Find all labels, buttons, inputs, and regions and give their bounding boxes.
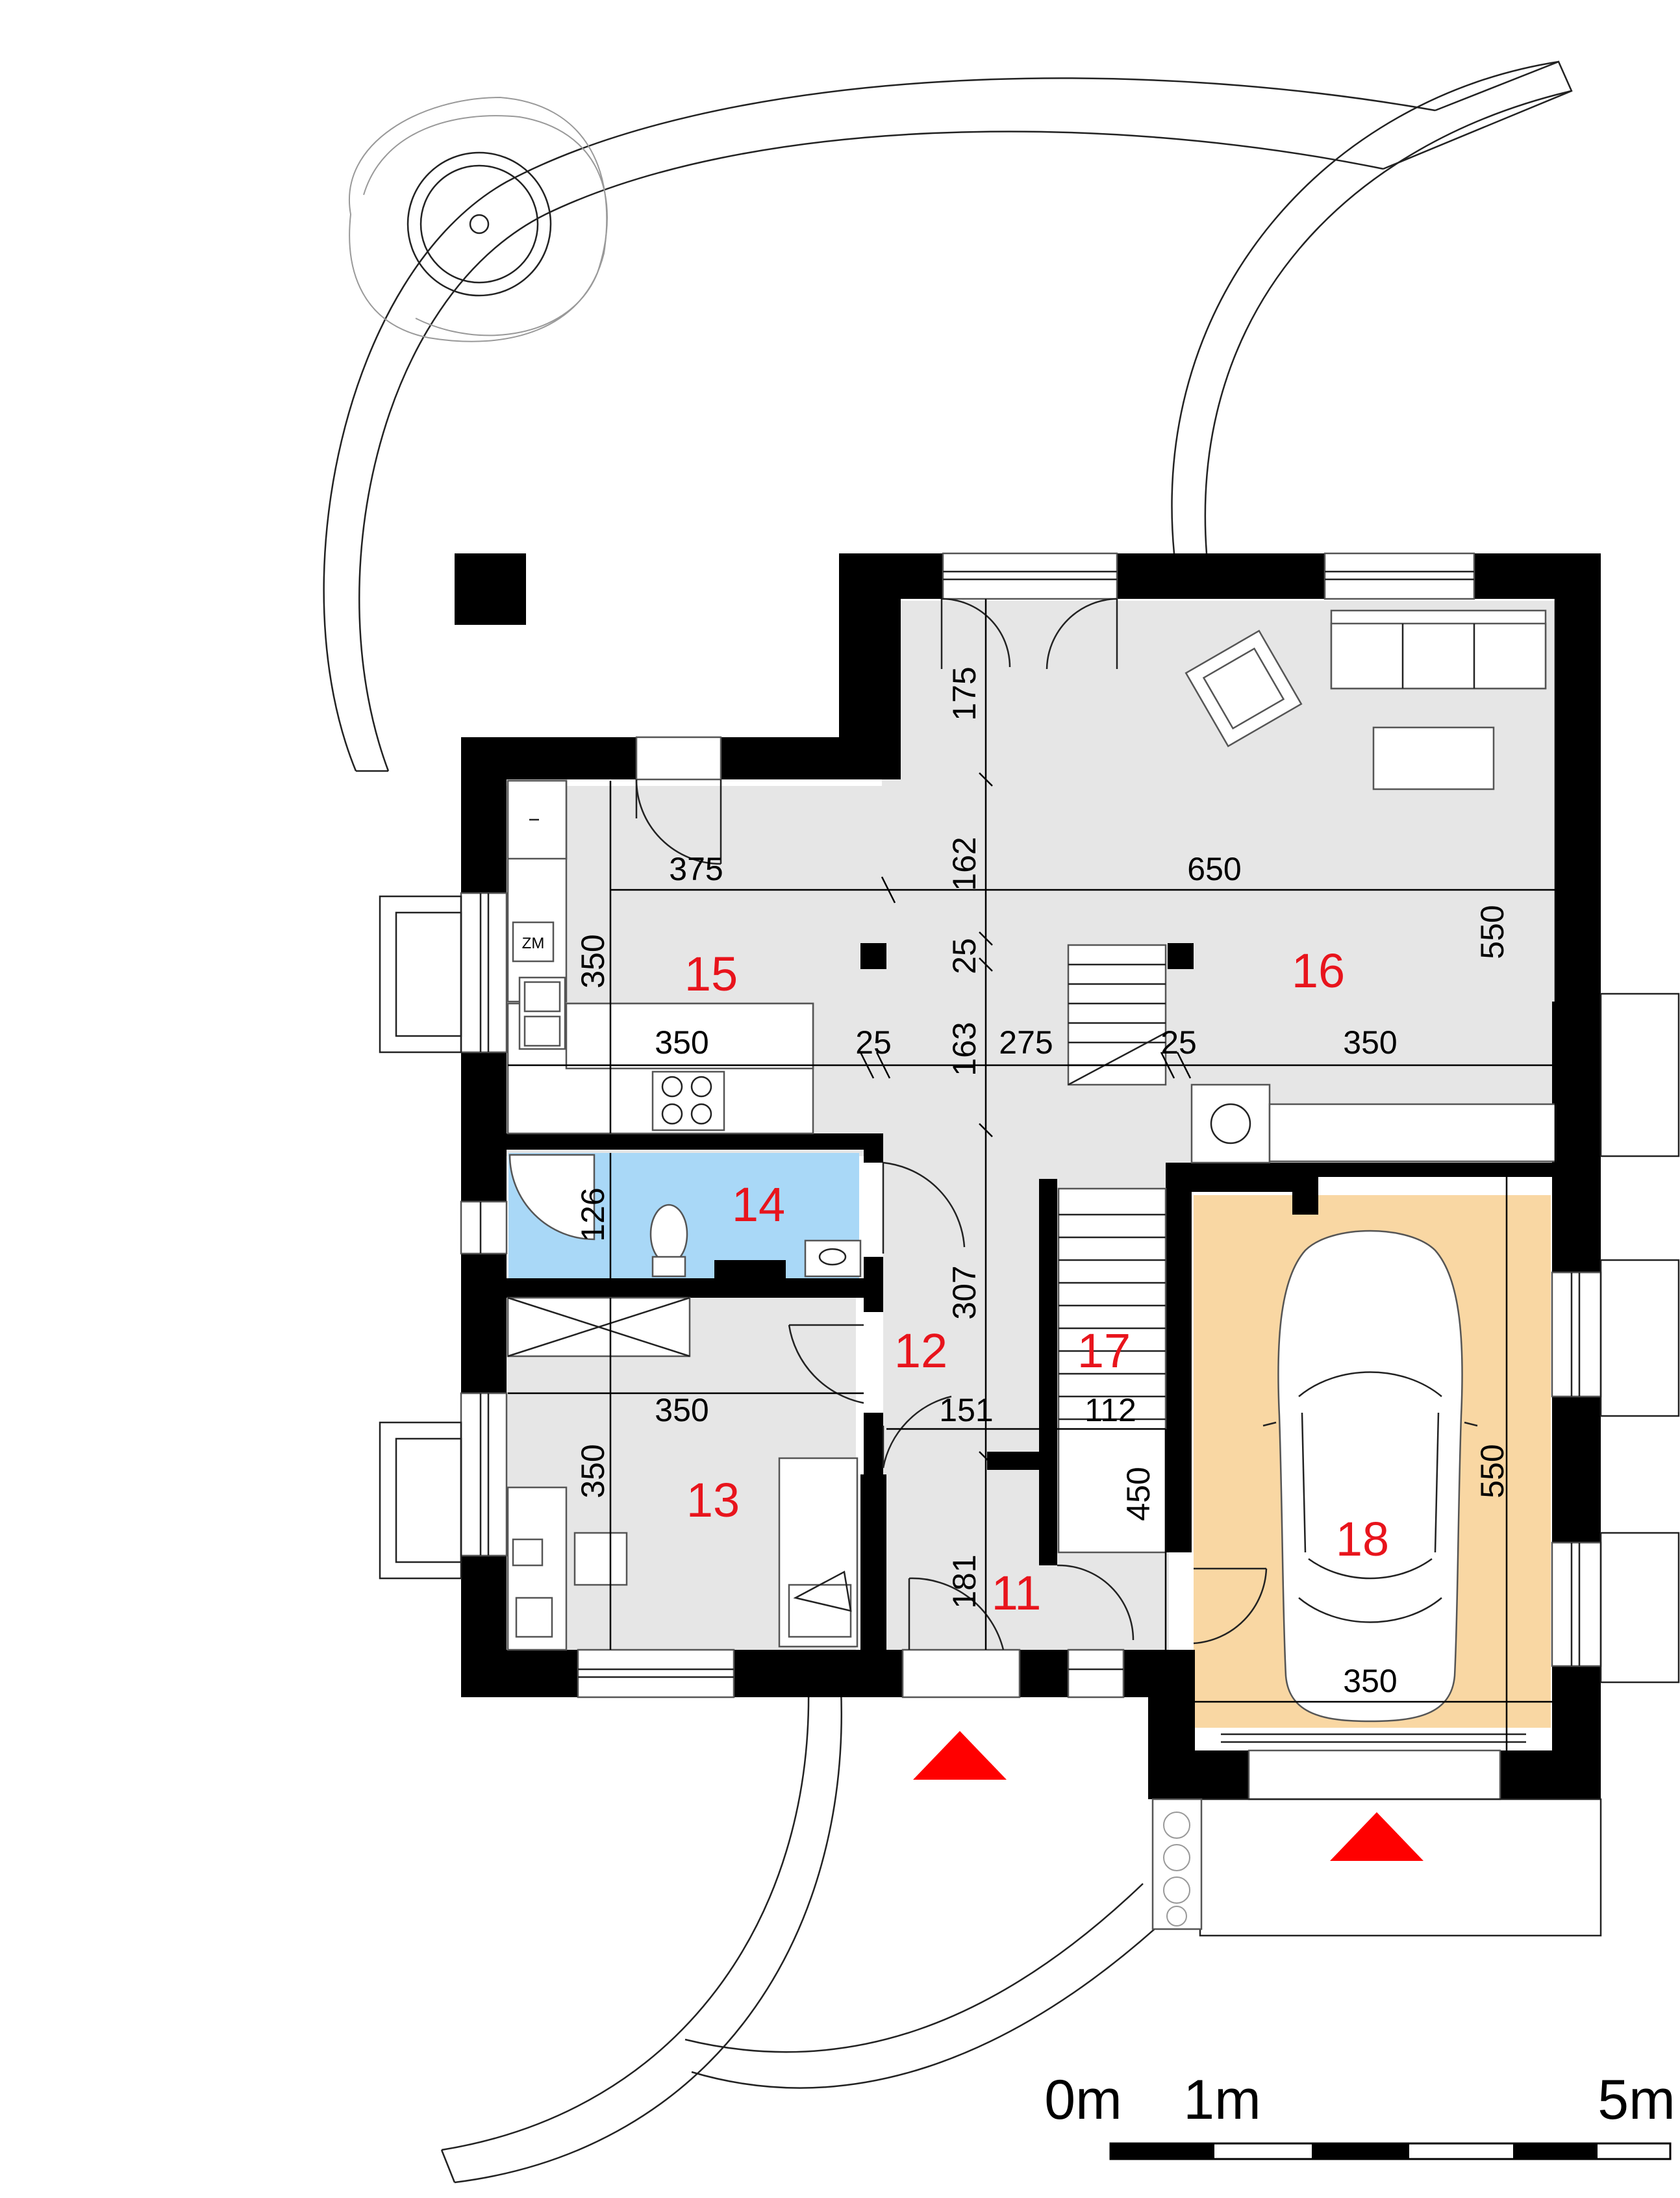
- dim-181: 181: [946, 1554, 983, 1608]
- dimension-lines: [508, 599, 1557, 1750]
- stairs[interactable]: [1057, 944, 1167, 1554]
- main-entrance-arrow-icon: [913, 1731, 1007, 1780]
- dim-112: 112: [1084, 1392, 1136, 1428]
- room-label-17: 17: [1077, 1324, 1131, 1378]
- plant-icon: [1163, 1812, 1190, 1926]
- room-label-14: 14: [732, 1178, 785, 1232]
- dim-25-b: 25: [1160, 1024, 1197, 1061]
- scale-label-1m: 1m: [1183, 2069, 1260, 2131]
- pillar: [455, 553, 526, 625]
- dim-25-vert: 25: [946, 938, 983, 974]
- dim-162: 162: [946, 837, 983, 891]
- meter-label: ZM: [522, 935, 545, 952]
- dim-350-kitchen-h: 350: [655, 1024, 708, 1061]
- room-label-15: 15: [684, 947, 738, 1001]
- dim-550-living: 550: [1474, 905, 1511, 959]
- dim-126: 126: [575, 1187, 611, 1241]
- window-sills: [379, 895, 1680, 1937]
- garage-entrance-arrow-icon: [1330, 1812, 1423, 1861]
- dim-307: 307: [946, 1265, 983, 1319]
- dim-25-a: 25: [855, 1024, 892, 1061]
- dim-275: 275: [999, 1024, 1053, 1061]
- car-icon: [1262, 1230, 1478, 1723]
- room-label-18: 18: [1336, 1512, 1389, 1566]
- scale-bar: 0m 1m 5m: [1044, 2069, 1675, 2160]
- room-labels: 11 12 13 14 15 16 17 18: [684, 944, 1389, 1620]
- dim-350-room13-h: 350: [655, 1392, 708, 1428]
- dim-550-garage: 550: [1474, 1444, 1511, 1498]
- entrance-arrows: [913, 1731, 1423, 1861]
- room-label-13: 13: [686, 1473, 740, 1527]
- walls[interactable]: [461, 553, 1601, 1799]
- windows[interactable]: [460, 552, 1602, 1800]
- scale-label-0m: 0m: [1044, 2069, 1122, 2131]
- tree-symbol: [349, 96, 608, 342]
- dim-151: 151: [939, 1392, 993, 1428]
- dimension-labels: 175 162 25 163 375 650 550 350 350 25 27…: [575, 666, 1511, 1699]
- dim-350-room13-v: 350: [575, 1444, 611, 1498]
- room-label-12: 12: [894, 1324, 947, 1378]
- dim-163: 163: [946, 1022, 983, 1076]
- dim-350-garage: 350: [1343, 1663, 1397, 1699]
- doors[interactable]: [635, 598, 1268, 1650]
- room-label-11: 11: [992, 1566, 1042, 1620]
- dim-175: 175: [946, 666, 983, 720]
- garden-paths: [323, 60, 1573, 2184]
- furniture: ZM: [507, 609, 1557, 1651]
- dim-450: 450: [1120, 1467, 1157, 1521]
- dim-375: 375: [669, 851, 723, 887]
- dim-350-kitchen-v: 350: [575, 934, 611, 988]
- scale-label-5m: 5m: [1598, 2069, 1675, 2131]
- dim-350-living-h: 350: [1343, 1024, 1397, 1061]
- room-label-16: 16: [1292, 944, 1345, 998]
- dim-650: 650: [1187, 851, 1241, 887]
